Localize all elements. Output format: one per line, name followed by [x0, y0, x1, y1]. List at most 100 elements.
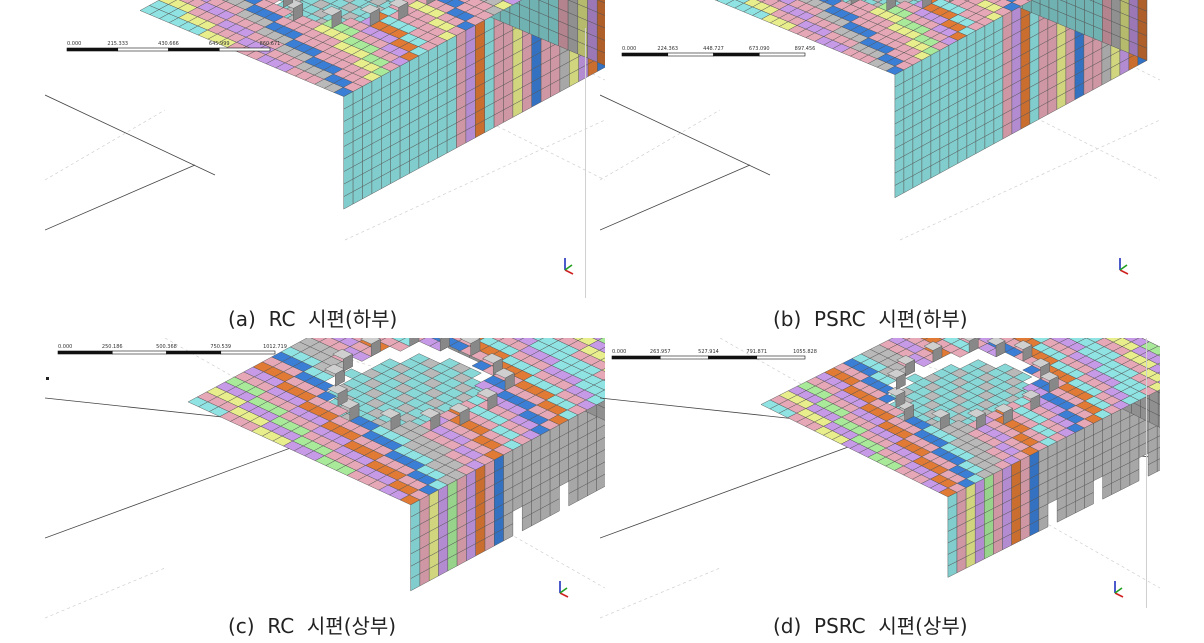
mesh-cell	[342, 0, 356, 4]
mesh-cell	[200, 0, 212, 3]
scale-tick-label: 0.000	[58, 344, 72, 350]
panel-divider	[1146, 338, 1147, 608]
mesh-cell	[1021, 389, 1041, 400]
mesh-cell	[158, 0, 178, 5]
mesh-cell	[1156, 380, 1160, 384]
mesh-cell	[968, 338, 979, 354]
mesh-cell	[1086, 338, 1105, 343]
mesh-cell	[949, 0, 955, 3]
mesh-cell	[872, 0, 883, 3]
mesh-cell	[264, 0, 281, 4]
scale-tick-label: 500.368	[156, 344, 177, 350]
mesh-cell	[994, 403, 1014, 414]
stray-dot	[46, 377, 49, 380]
mesh-cell	[1148, 354, 1160, 365]
mesh-cell	[1156, 423, 1160, 438]
scale-tick-label: 224.363	[657, 46, 678, 52]
mesh-cell	[332, 348, 354, 360]
mesh-cell	[850, 0, 860, 5]
mesh-cell	[493, 367, 515, 379]
scale-tick-label: 0.000	[67, 41, 81, 47]
scale-tick-label: 1055.828	[793, 349, 817, 355]
mesh-cell	[511, 338, 525, 342]
mesh-cell	[548, 0, 559, 9]
scale-tick-label: 448.727	[703, 46, 724, 52]
mesh-cell	[593, 379, 605, 391]
mesh-cell	[426, 0, 436, 6]
scale-segment	[621, 52, 669, 57]
mesh-cell	[1089, 0, 1094, 2]
mesh-cell	[598, 347, 605, 354]
mesh-cell	[437, 338, 443, 340]
mesh-cell	[558, 0, 569, 13]
mesh-cell	[776, 0, 782, 2]
mesh-cell	[778, 0, 798, 5]
mesh-cell	[596, 49, 605, 66]
mesh-cell	[1156, 458, 1160, 472]
mesh-cell	[597, 0, 605, 4]
mesh-cell	[572, 338, 584, 341]
mesh-cell	[1119, 0, 1130, 5]
mesh-cell	[957, 338, 964, 340]
mesh-cell	[592, 369, 605, 381]
scale-segment	[66, 47, 119, 52]
mesh-cell	[966, 408, 987, 418]
mesh-cell	[962, 338, 976, 342]
mesh-cell	[587, 0, 598, 13]
specimen-mesh	[139, 0, 605, 210]
axis-triad-icon	[1114, 581, 1124, 598]
scale-tick-label: 263.957	[650, 349, 671, 355]
scale-tick-label: 750.539	[210, 344, 231, 350]
mesh-cell	[388, 0, 409, 8]
mesh-cell	[476, 387, 498, 399]
mesh-cell	[321, 6, 342, 16]
scale-tick-label: 645.999	[209, 41, 230, 47]
mesh-cell	[1066, 0, 1076, 7]
mesh-cell	[519, 0, 530, 9]
mesh-cell	[922, 0, 932, 9]
mesh-cell	[538, 0, 549, 5]
mesh-cell	[596, 0, 605, 16]
mesh-cell	[1093, 0, 1103, 6]
mesh-cell	[886, 0, 896, 12]
specimen-mesh	[714, 0, 1148, 199]
mesh-cell	[601, 368, 605, 372]
axis-triad-icon	[1119, 258, 1129, 275]
mesh-cell	[283, 0, 294, 8]
scale-segment	[117, 47, 169, 52]
mesh-cell	[902, 338, 911, 341]
scale-segment	[220, 350, 276, 355]
scale-tick-label: 250.186	[102, 344, 123, 350]
scale-tick-label: 215.333	[107, 41, 128, 47]
caption-d: (d) PSRC 시편(상부)	[773, 614, 968, 638]
mesh-cell	[1147, 381, 1160, 392]
axis-triad-icon	[564, 258, 574, 275]
mesh-cell	[273, 7, 294, 18]
mesh-cell	[596, 436, 605, 455]
mesh-cell	[938, 338, 946, 340]
mesh-cell	[596, 403, 605, 421]
panel-divider	[585, 28, 586, 298]
mesh-cell	[1157, 353, 1160, 357]
mesh-cell	[1156, 446, 1160, 461]
mesh-cell	[986, 338, 1006, 346]
mesh-cell	[1157, 371, 1160, 375]
scale-segment	[708, 355, 758, 360]
mesh-cell	[1031, 358, 1051, 368]
mesh-cell	[532, 338, 544, 341]
mesh-cell	[439, 338, 450, 352]
mesh-cell	[597, 338, 605, 344]
mesh-cell	[1122, 338, 1140, 343]
mesh-cell	[221, 0, 229, 2]
mesh-cell	[379, 408, 401, 419]
mesh-cell	[409, 338, 420, 347]
mesh-cell	[596, 473, 605, 492]
mesh-cell	[596, 461, 605, 479]
mesh-cell	[592, 338, 604, 341]
